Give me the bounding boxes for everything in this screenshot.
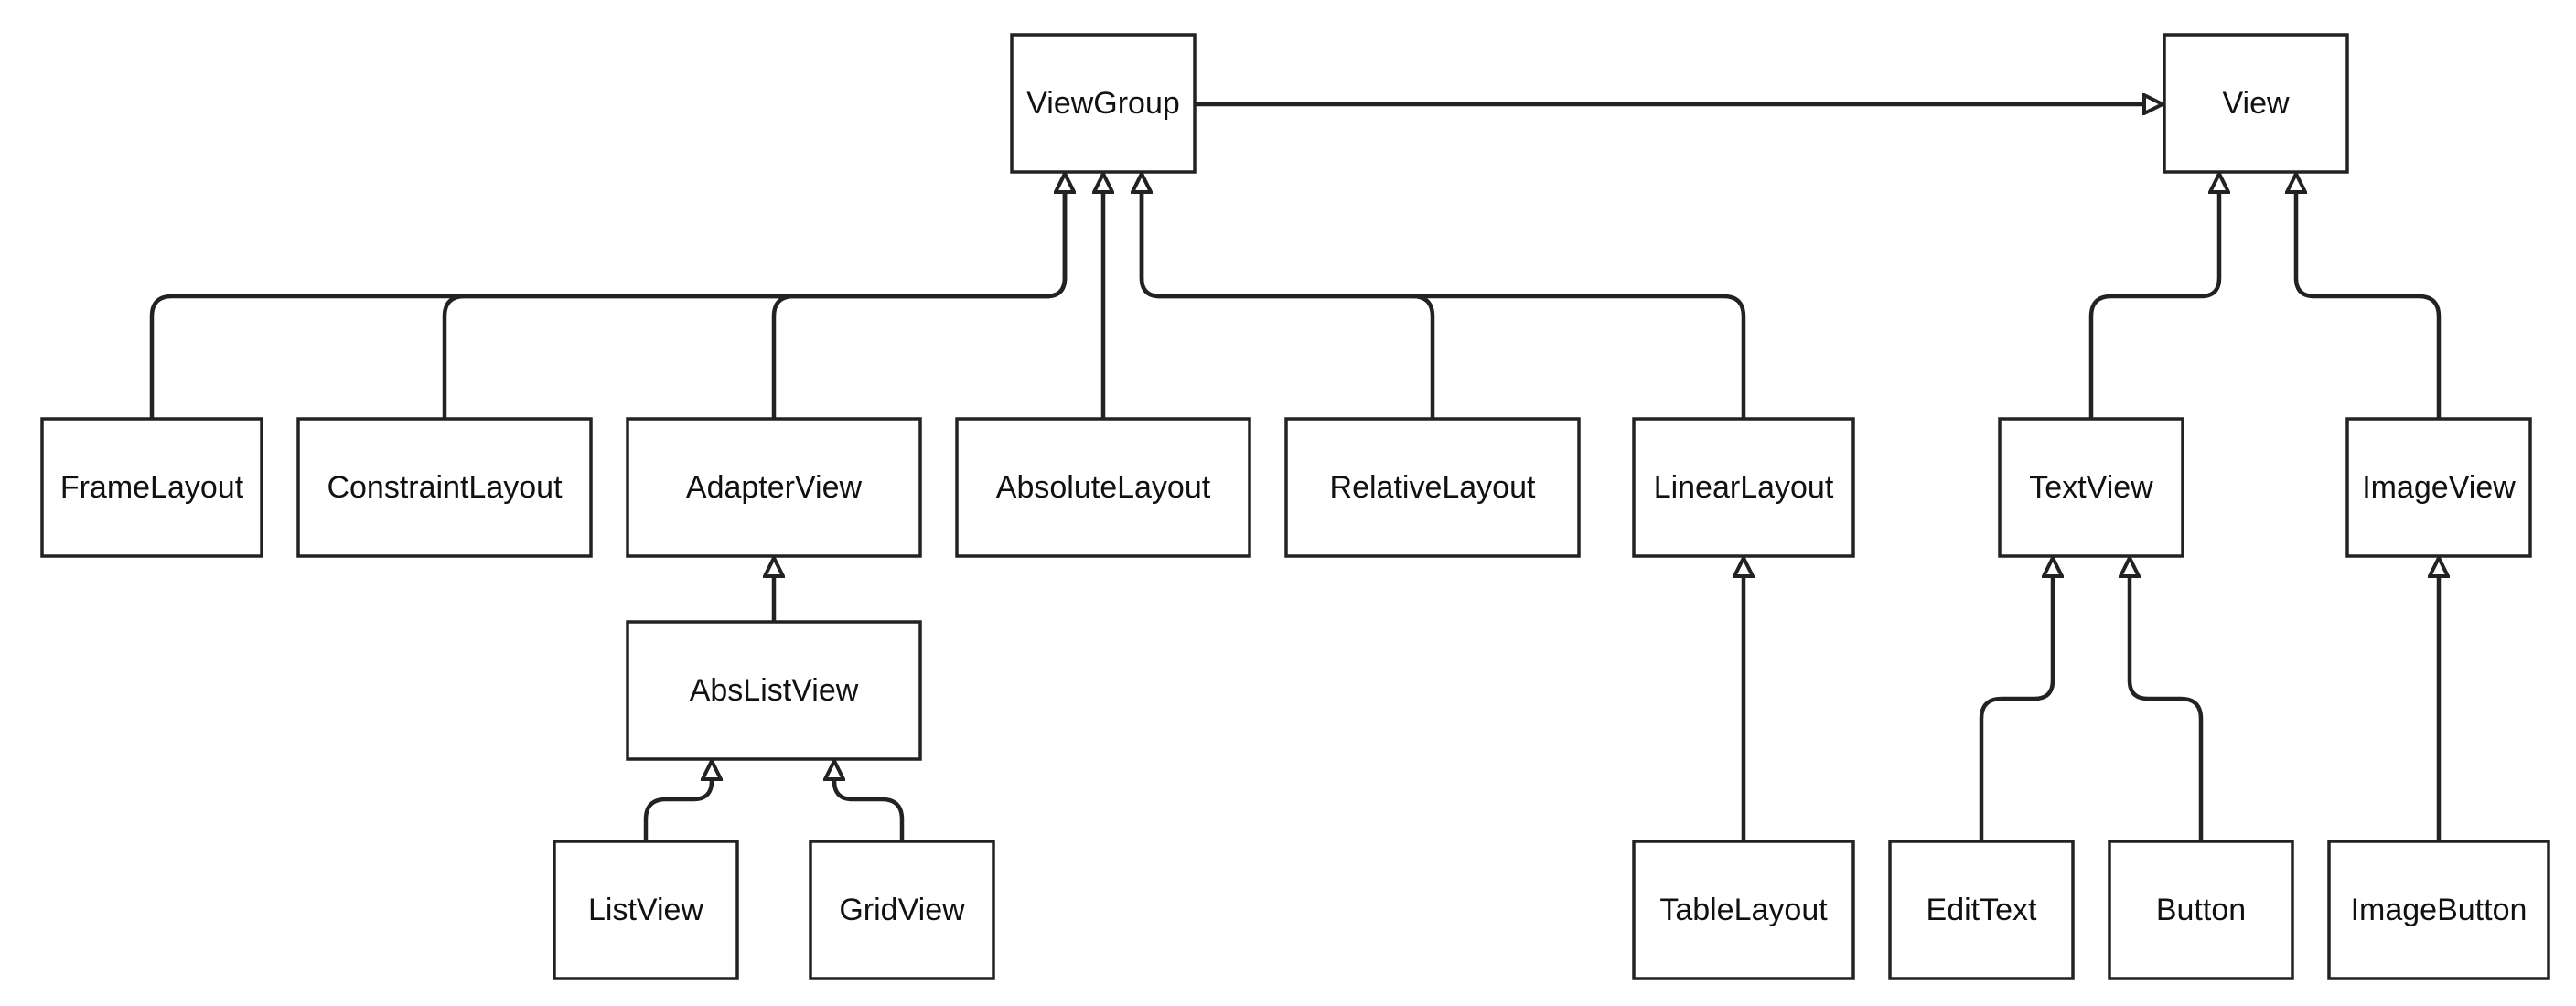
edge-button-to-textview [2130, 558, 2204, 841]
node-linearlayout: LinearLayout [1632, 417, 1855, 558]
edges [149, 104, 2442, 841]
node-label: AbsListView [690, 673, 859, 708]
node-label: FrameLayout [60, 470, 244, 505]
node-label: ImageButton [2351, 893, 2528, 927]
node-absolutelayout: AbsoluteLayout [955, 417, 1251, 558]
node-adapterview: AdapterView [626, 417, 922, 558]
node-imageview: ImageView [2345, 417, 2532, 558]
node-label: ViewGroup [1026, 86, 1180, 121]
edge-textview-to-view [2088, 174, 2219, 419]
node-framelayout: FrameLayout [40, 417, 263, 558]
node-label: TableLayout [1659, 893, 1828, 927]
node-label: RelativeLayout [1330, 470, 1536, 505]
node-view: View [2163, 33, 2349, 174]
node-edittext: EditText [1888, 840, 2075, 980]
edge-linearlayout-to-viewgroup [1142, 174, 1746, 419]
edge-imageview-to-view [2296, 174, 2442, 419]
node-button: Button [2108, 840, 2294, 980]
edge-listview-to-abslistview [643, 761, 712, 841]
nodes: ViewGroup View FrameLayout ConstraintLay… [40, 33, 2550, 980]
node-label: ListView [588, 893, 703, 927]
node-label: LinearLayout [1654, 470, 1834, 505]
node-viewgroup: ViewGroup [1010, 33, 1197, 174]
node-constraintlayout: ConstraintLayout [296, 417, 593, 558]
node-label: TextView [2029, 470, 2153, 505]
edge-edittext-to-textview [1979, 558, 2053, 841]
node-listview: ListView [553, 840, 739, 980]
node-label: GridView [839, 893, 965, 927]
edge-adapterview-to-viewgroup [771, 174, 1065, 419]
node-label: Button [2156, 893, 2246, 927]
node-label: ImageView [2362, 470, 2516, 505]
node-label: AdapterView [686, 470, 863, 505]
edge-gridview-to-abslistview [834, 761, 905, 841]
node-imagebutton: ImageButton [2327, 840, 2550, 980]
node-gridview: GridView [809, 840, 995, 980]
node-label: AbsoluteLayout [996, 470, 1211, 505]
node-tablelayout: TableLayout [1632, 840, 1855, 980]
node-textview: TextView [1998, 417, 2184, 558]
node-relativelayout: RelativeLayout [1284, 417, 1581, 558]
node-abslistview: AbsListView [626, 620, 922, 761]
node-label: View [2222, 86, 2290, 121]
node-label: ConstraintLayout [327, 470, 563, 505]
node-label: EditText [1927, 893, 2037, 927]
